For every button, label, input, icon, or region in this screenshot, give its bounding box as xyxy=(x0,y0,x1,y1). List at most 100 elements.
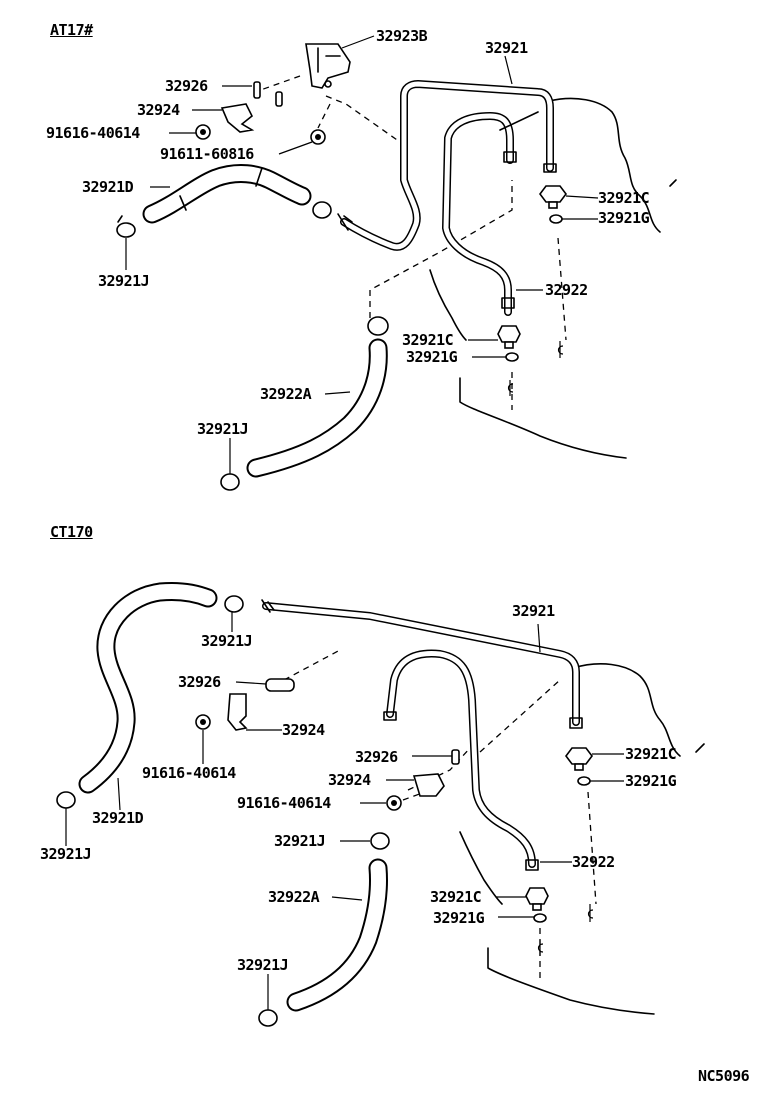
label-hose-32921d: 32921D xyxy=(92,809,144,827)
return-pipe-inner xyxy=(443,113,513,315)
section-title-ct170: CT170 xyxy=(50,523,93,541)
guide-line xyxy=(369,180,513,318)
section-at17-artwork xyxy=(116,35,677,491)
leader-line xyxy=(537,623,541,653)
label-pipe-32921: 32921 xyxy=(485,39,528,57)
label-bolt-91616-40614-left: 91616-40614 xyxy=(142,764,236,782)
label-bolt-91616-40614: 91616-40614 xyxy=(46,124,140,142)
union-bolt-shank xyxy=(504,341,514,349)
label-nut-91611-60816: 91611-60816 xyxy=(160,145,254,163)
hose-clamp-32921j-left xyxy=(56,791,76,809)
bracket-hole xyxy=(324,80,332,88)
label-hose-32921d: 32921D xyxy=(82,178,134,196)
guide-line xyxy=(283,649,341,681)
bracket-detail xyxy=(317,47,341,73)
hose-32922a-inner xyxy=(248,340,386,476)
oil-pan-outline xyxy=(459,377,627,459)
union-bolt-32921c-center xyxy=(525,887,549,905)
sleeve-32926-center xyxy=(451,749,460,765)
guide-line xyxy=(479,679,561,753)
label-clamp-32921j-center: 32921J xyxy=(274,832,326,850)
guide-line xyxy=(402,787,437,801)
label-clamp-bracket-32924-center: 32924 xyxy=(328,771,371,789)
label-union-bolt-32921c-right: 32921C xyxy=(625,745,677,763)
label-bracket-32923b: 32923B xyxy=(376,27,428,45)
label-sleeve-32926-center: 32926 xyxy=(355,748,398,766)
label-sleeve-32926-left: 32926 xyxy=(178,673,221,691)
sleeve-32926 xyxy=(253,81,261,99)
label-clamp-32921j-lower: 32921J xyxy=(237,956,289,974)
label-clamp-32921j-top: 32921J xyxy=(201,632,253,650)
leader-tick xyxy=(695,743,705,753)
hose-32921d-inner xyxy=(144,166,310,222)
pipe-fitting xyxy=(525,859,539,871)
pipe-fitting xyxy=(503,151,517,163)
hose-clamp-32921j-center xyxy=(370,832,390,850)
hose-clamp-32921j-top xyxy=(224,595,244,613)
section-title-at17: AT17# xyxy=(50,21,93,39)
guide-line xyxy=(587,791,597,905)
engine-outline-edge xyxy=(459,831,503,905)
label-sleeve-32926: 32926 xyxy=(165,77,208,95)
label-clamp-32921j: 32921J xyxy=(98,272,150,290)
pipe-link-line xyxy=(499,111,539,131)
hose-clamp-32921j-lower xyxy=(258,1009,278,1027)
engine-outline xyxy=(548,97,661,233)
label-gasket-32921g-right: 32921G xyxy=(625,772,677,790)
sleeve-32926-b xyxy=(275,91,283,107)
label-hose-32922a: 32922A xyxy=(260,385,312,403)
pipe-fitting xyxy=(501,297,515,309)
nut-mark xyxy=(315,134,321,140)
label-union-bolt-32921c-right: 32921C xyxy=(598,189,650,207)
oil-pan-outline xyxy=(487,947,655,1015)
label-gasket-32921g-center: 32921G xyxy=(406,348,458,366)
union-bolt-32921c-right xyxy=(565,747,593,765)
union-bolt-shank xyxy=(574,763,584,771)
engine-outline xyxy=(572,663,681,757)
drain-hook xyxy=(557,341,564,358)
leader-line xyxy=(331,896,363,901)
guide-line xyxy=(325,95,401,143)
gasket-32921g xyxy=(549,214,563,224)
diagram-id: NC5096 xyxy=(698,1067,750,1085)
drain-hook xyxy=(587,904,594,922)
leader-line xyxy=(565,195,599,199)
label-hose-32922a: 32922A xyxy=(268,888,320,906)
guide-line xyxy=(254,75,301,93)
leader-line xyxy=(504,55,513,85)
bolt-head-mark xyxy=(200,719,206,725)
engine-outline-edge xyxy=(429,269,467,341)
label-bolt-91616-40614-center: 91616-40614 xyxy=(237,794,331,812)
pipe-fitting xyxy=(337,213,353,231)
pressure-pipe-inner xyxy=(263,603,579,725)
gasket-32921g-center xyxy=(533,913,547,923)
hose-end-ring xyxy=(179,167,263,211)
leader-line xyxy=(341,35,375,49)
hose-32921d-inner xyxy=(80,584,216,792)
label-clamp-32921j-left: 32921J xyxy=(40,845,92,863)
pipe-fitting xyxy=(383,711,397,721)
leader-line xyxy=(235,681,267,685)
label-pipe-32922: 32922 xyxy=(545,281,588,299)
gasket-32921g-right xyxy=(577,776,591,786)
leader-tick xyxy=(669,179,677,187)
return-pipe-inner xyxy=(387,651,535,867)
label-clamp-bracket-32924-left: 32924 xyxy=(282,721,325,739)
hose-clamp xyxy=(312,201,332,219)
label-pipe-32921: 32921 xyxy=(512,602,555,620)
bolt-head-mark xyxy=(391,800,397,806)
drain-hook xyxy=(537,940,544,956)
clamp-ear xyxy=(117,215,123,223)
leader-line xyxy=(278,141,313,155)
section-ct170-artwork xyxy=(56,582,705,1027)
label-pipe-32922: 32922 xyxy=(572,853,615,871)
guide-line xyxy=(317,103,331,129)
label-gasket-32921g-right: 32921G xyxy=(598,209,650,227)
union-bolt-shank xyxy=(548,201,558,209)
clamp-bracket-32924-center xyxy=(412,773,445,797)
bracket-32923b xyxy=(305,43,351,89)
pipe-fitting xyxy=(261,599,275,613)
label-clamp-32921j-lower: 32921J xyxy=(197,420,249,438)
leader-line xyxy=(324,391,351,395)
hose-clamp-32921j-lower xyxy=(220,473,240,491)
